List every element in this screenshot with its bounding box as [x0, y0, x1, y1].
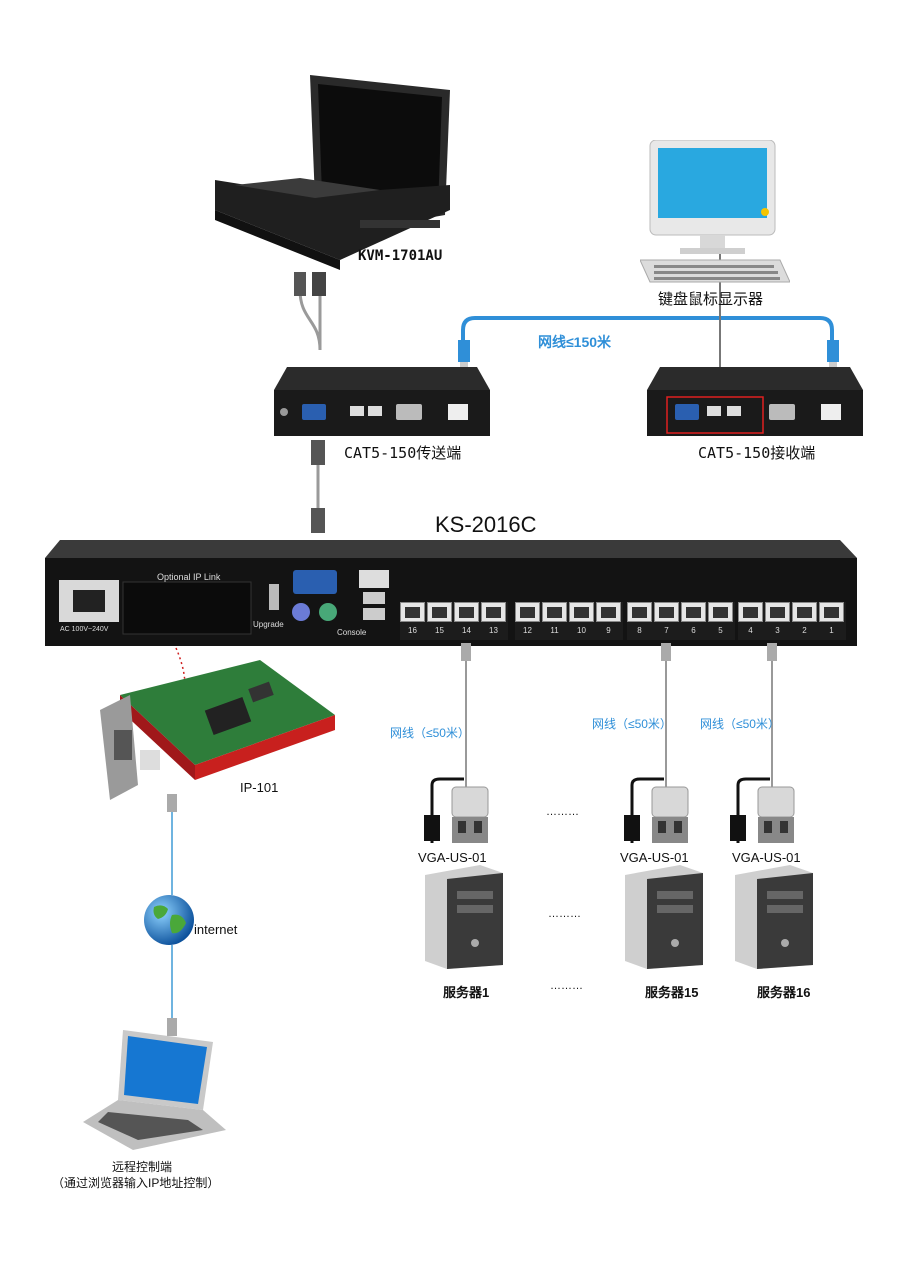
port-number: 5: [718, 626, 723, 635]
adapter-label: VGA-US-01: [418, 850, 487, 865]
port-number: 2: [802, 626, 807, 635]
server-cable-label: 网线（≤50米）: [592, 717, 672, 731]
server-cable-label: 网线（≤50米）: [700, 717, 780, 731]
port-number: 3: [775, 626, 780, 635]
port-number: 12: [523, 626, 532, 635]
transmitter-image: [274, 367, 490, 436]
ip-module-label: IP-101: [240, 780, 279, 795]
port-number: 9: [606, 626, 611, 635]
rj45-port: [400, 602, 425, 622]
ellipsis: ………: [548, 908, 581, 920]
port-number: 16: [408, 626, 417, 635]
port-number: 6: [691, 626, 696, 635]
server-cable-label: 网线（≤50米）: [390, 726, 470, 740]
port-number: 10: [577, 626, 586, 635]
local-station-image: [640, 140, 790, 283]
rj45-port: [738, 602, 763, 622]
kvm-console-image: [215, 75, 450, 270]
remote-title: 远程控制端: [112, 1160, 173, 1174]
vga-adapter-image: [424, 777, 489, 843]
server-name: 服务器16: [757, 985, 811, 1000]
globe-icon: [144, 895, 194, 945]
port-number: 11: [550, 626, 559, 635]
port-number: 14: [462, 626, 471, 635]
rj45-port: [681, 602, 706, 622]
rj45-port: [427, 602, 452, 622]
remote-subtitle: （通过浏览器输入IP地址控制）: [52, 1176, 220, 1190]
ellipsis: ………: [546, 806, 579, 818]
kvm-switch: Optional IP Link AC 100V~240V Upgrade Co…: [45, 540, 857, 648]
port-number: 7: [664, 626, 669, 635]
vga-adapter-image: [624, 777, 689, 843]
rj45-port: [654, 602, 679, 622]
upgrade-label: Upgrade: [253, 620, 284, 629]
rj45-plug-icon: [461, 643, 471, 661]
port-number: 1: [829, 626, 834, 635]
rj45-port: [596, 602, 621, 622]
rj45-plug-icon: [167, 794, 177, 812]
rj45-plug-icon: [661, 643, 671, 661]
rj45-port: [454, 602, 479, 622]
port-group: 16 15 14 13: [400, 602, 508, 640]
rj45-port: [569, 602, 594, 622]
local-station-label: 键盘鼠标显示器: [658, 291, 764, 308]
server-name: 服务器15: [645, 985, 699, 1000]
rj45-port: [792, 602, 817, 622]
rj45-port: [765, 602, 790, 622]
server-tower-image: [735, 865, 813, 969]
receiver-image: [647, 367, 863, 436]
laptop-image: [83, 1030, 226, 1150]
server-name: 服务器1: [443, 985, 490, 1000]
rj45-port: [708, 602, 733, 622]
ellipsis: ………: [550, 980, 583, 992]
kvm-console-label: KVM-1701AU: [358, 248, 443, 264]
port-number: 4: [748, 626, 753, 635]
server-tower-image: [625, 865, 703, 969]
receiver-label: CAT5-150接收端: [698, 444, 816, 462]
switch-model-label: KS-2016C: [435, 512, 537, 537]
optional-ip-label: Optional IP Link: [157, 572, 221, 582]
port-number: 8: [637, 626, 642, 635]
console-label: Console: [337, 628, 367, 637]
cable-length-label: 网线≤150米: [538, 334, 612, 350]
port-group: 12 11 10 9: [515, 602, 623, 640]
adapter-label: VGA-US-01: [732, 850, 801, 865]
vga-connector-icon: [311, 440, 325, 465]
rj45-plug-icon: [827, 340, 839, 368]
rj45-plug-icon: [167, 1018, 177, 1036]
vga-connector-icon: [311, 508, 325, 533]
vga-connector-icon: [294, 272, 326, 296]
server-tower-image: [425, 865, 503, 969]
port-number: 13: [489, 626, 498, 635]
ip-module-image: [100, 660, 335, 800]
power-label: AC 100V~240V: [60, 626, 109, 633]
rj45-plug-icon: [458, 340, 470, 368]
rj45-plug-icon: [767, 643, 777, 661]
rj45-port: [481, 602, 506, 622]
rj45-port: [515, 602, 540, 622]
rj45-port: [819, 602, 844, 622]
vga-adapter-image: [730, 777, 795, 843]
port-group: 4 3 2 1: [738, 602, 846, 640]
adapter-label: VGA-US-01: [620, 850, 689, 865]
transmitter-label: CAT5-150传送端: [344, 444, 462, 462]
internet-label: internet: [194, 922, 238, 937]
port-group: 8 7 6 5: [627, 602, 735, 640]
port-number: 15: [435, 626, 444, 635]
rj45-port: [627, 602, 652, 622]
rj45-port: [542, 602, 567, 622]
